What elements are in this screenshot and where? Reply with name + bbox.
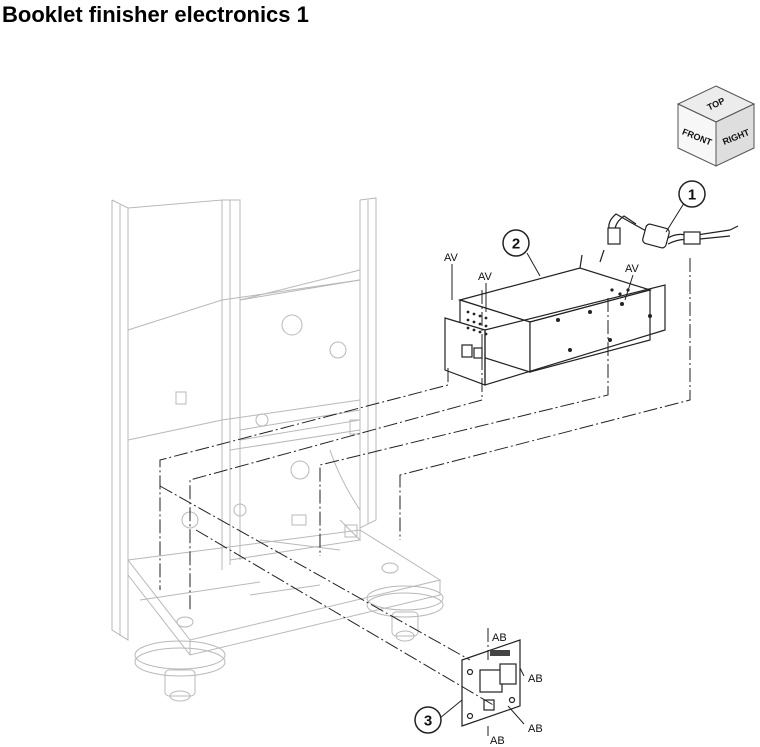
label-ab-3: AB (528, 723, 543, 735)
part-2-power-supply (444, 249, 666, 386)
part-3-control-board (461, 639, 521, 727)
label-av-2: AV (478, 271, 493, 283)
orientation-cube: TOP FRONT RIGHT (676, 85, 756, 167)
callout-3: 3 (414, 706, 442, 734)
callout-2: 2 (502, 229, 530, 257)
label-ab-2: AB (528, 673, 543, 685)
label-av-3: AV (625, 263, 640, 275)
page-title: Booklet finisher electronics 1 (2, 2, 309, 27)
callout-1-number: 1 (688, 187, 696, 204)
callout-1: 1 (678, 180, 706, 208)
label-av-1: AV (444, 252, 459, 264)
part-1-cable (607, 213, 739, 249)
callout-2-number: 2 (512, 236, 520, 253)
assembly-guide-lines (159, 258, 691, 736)
leader-lines (439, 199, 687, 725)
label-ab-1: AB (492, 632, 507, 644)
label-ab-4: AB (490, 735, 505, 747)
callout-3-number: 3 (424, 713, 432, 730)
finisher-frame (111, 197, 444, 702)
